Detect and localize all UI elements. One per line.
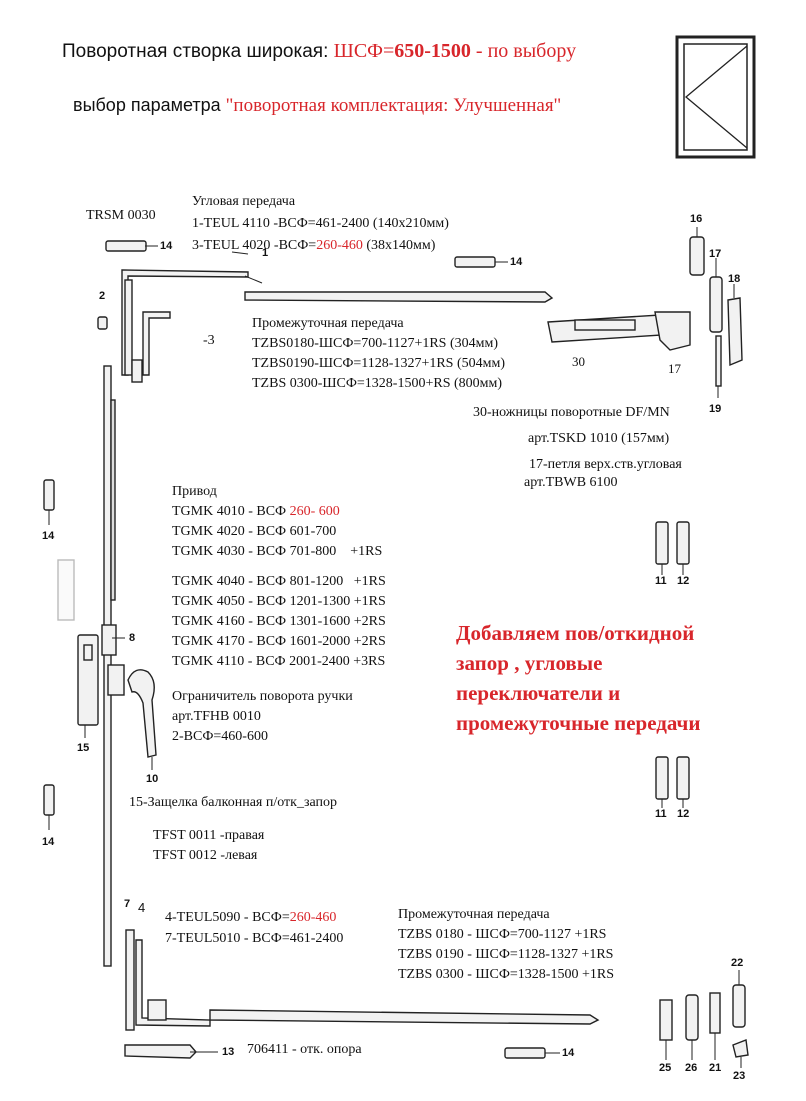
callout-18: 18 <box>728 273 741 285</box>
support-label: 706411 - отк. опора <box>247 1042 362 1057</box>
callout-11-upper: 11 <box>655 575 667 587</box>
callout-13: 13 <box>222 1046 235 1058</box>
angle-item-1: 1-TEUL 4110 -ВСФ=461-2400 (140х210мм) <box>192 216 449 231</box>
notice-block: Добавляем пов/откидной запор , угловые п… <box>456 618 701 738</box>
callout-22: 22 <box>731 957 744 969</box>
latch-right: TFST 0011 -правая <box>153 828 265 843</box>
header-param: ШСФ= <box>333 40 395 62</box>
callout-19: 19 <box>709 403 722 415</box>
mid-transmission-top-block: Промежуточная передача TZBS0180-ШСФ=700-… <box>252 314 505 394</box>
mid-transmission-bottom-block: Промежуточная передача TZBS 0180 - ШСФ=7… <box>398 905 614 985</box>
callout-15: 15 <box>77 742 90 754</box>
notice-line-3: переключатели и <box>456 681 621 705</box>
callout-8: 8 <box>129 632 136 644</box>
angle-title: Угловая передача <box>192 194 296 209</box>
callout-4: 4 <box>138 900 146 915</box>
limiter-title: Ограничитель поворота ручки <box>172 689 353 704</box>
mid-bottom-2: TZBS 0190 - ШСФ=1128-1327 +1RS <box>398 947 614 962</box>
callout-14-top-left: 14 <box>160 240 173 252</box>
angle-item-3-size: (38х140мм) <box>362 238 436 253</box>
hinge-art: арт.TBWB 6100 <box>524 475 618 490</box>
callout-23: 23 <box>733 1070 746 1082</box>
trsm-label: TRSM 0030 <box>86 208 156 223</box>
angle-transmission-block: Угловая передача 1-TEUL 4110 -ВСФ=461-24… <box>192 191 449 257</box>
notice-line-4: промежуточные передачи <box>456 711 701 735</box>
scissors-art: арт.TSKD 1010 (157мм) <box>528 431 670 446</box>
header-line2-prefix: выбор параметра <box>73 95 226 115</box>
callout-25: 25 <box>659 1062 672 1074</box>
drive-item-8: TGMK 4110 - ВСФ 2001-2400 +3RS <box>172 654 386 669</box>
latch-left: TFST 0012 -левая <box>153 848 258 863</box>
header-line-1: Поворотная створка широкая: ШСФ=650-1500… <box>62 40 576 63</box>
limiter-art: арт.TFHB 0010 <box>172 709 261 724</box>
bottom-angle-7: 7-TEUL5010 - ВСФ=461-2400 <box>165 931 344 946</box>
scissors-label: 30-ножницы поворотные DF/MN <box>473 405 670 420</box>
callout-11-lower: 11 <box>655 808 667 820</box>
angle-item-3-text: 3-TEUL 4020 -ВСФ= <box>192 238 317 253</box>
bottom-angle-block: 4-TEUL5090 - ВСФ=260-460 7-TEUL5010 - ВС… <box>165 907 343 949</box>
mid-top-title: Промежуточная передача <box>252 316 404 331</box>
drive-item-1-range: 260- 600 <box>289 504 340 519</box>
drive-title: Привод <box>172 484 217 499</box>
callout-12-lower: 12 <box>677 808 690 820</box>
drive-block: Привод TGMK 4010 - ВСФ 260- 600 TGMK 402… <box>172 482 386 672</box>
callout-14-top-right: 14 <box>510 256 523 268</box>
header-range: 650-1500 <box>394 40 471 62</box>
latch-title: 15-Защелка балконная п/отк_запор <box>129 795 338 810</box>
label-17: 17 <box>668 361 681 376</box>
callout-2: 2 <box>99 290 106 302</box>
callout-1: 1 <box>262 247 269 259</box>
mid-top-1: TZBS0180-ШСФ=700-1127+1RS (304мм) <box>252 336 499 351</box>
header-line2-value: "поворотная комплектация: Улучшенная" <box>225 95 562 116</box>
header-prefix: Поворотная створка широкая: <box>62 41 334 62</box>
callout-14-bottom: 14 <box>562 1047 575 1059</box>
header-line-2: выбор параметра "поворотная комплектация… <box>73 95 561 117</box>
mid-bottom-1: TZBS 0180 - ШСФ=700-1127 +1RS <box>398 927 607 942</box>
drive-item-1-text: TGMK 4010 - ВСФ <box>172 504 290 519</box>
drive-item-7: TGMK 4170 - ВСФ 1601-2000 +2RS <box>172 634 386 649</box>
callout-26: 26 <box>685 1062 698 1074</box>
limiter-range: 2-ВСФ=460-600 <box>172 729 268 744</box>
minus-3-label: -3 <box>203 333 215 348</box>
notice-line-2: запор , угловые <box>456 651 603 675</box>
bottom-angle-4-text: 4-TEUL5090 - ВСФ= <box>165 910 290 925</box>
callout-21: 21 <box>709 1062 722 1074</box>
mid-bottom-title: Промежуточная передача <box>398 907 550 922</box>
angle-item-3: 3-TEUL 4020 -ВСФ=260-460 (38х140мм) <box>192 235 449 257</box>
drive-item-4: TGMK 4040 - ВСФ 801-1200 +1RS <box>172 574 386 589</box>
hinge-label: 17-петля верх.ств.угловая <box>529 457 682 472</box>
bottom-angle-4-range: 260-460 <box>289 910 337 925</box>
mid-top-3: TZBS 0300-ШСФ=1328-1500+RS (800мм) <box>252 376 503 391</box>
drive-item-5: TGMK 4050 - ВСФ 1201-1300 +1RS <box>172 594 386 609</box>
drive-item-1: TGMK 4010 - ВСФ 260- 600 <box>172 502 386 522</box>
notice-line-1: Добавляем пов/откидной <box>456 621 695 645</box>
callout-7: 7 <box>124 898 131 910</box>
callout-10: 10 <box>146 773 159 785</box>
callout-14-left-lower: 14 <box>42 836 55 848</box>
callout-12-upper: 12 <box>677 575 690 587</box>
mid-bottom-3: TZBS 0300 - ШСФ=1328-1500 +1RS <box>398 967 614 982</box>
drive-item-2: TGMK 4020 - ВСФ 601-700 <box>172 524 337 539</box>
angle-item-3-range: 260-460 <box>316 238 363 253</box>
callout-14-left-upper: 14 <box>42 530 55 542</box>
callout-17: 17 <box>709 248 722 260</box>
limiter-block: Ограничитель поворота ручки арт.TFHB 001… <box>172 687 353 747</box>
label-30: 30 <box>572 354 585 369</box>
header-suffix: - по выбору <box>470 40 577 62</box>
mid-top-2: TZBS0190-ШСФ=1128-1327+1RS (504мм) <box>252 356 506 371</box>
drive-item-3: TGMK 4030 - ВСФ 701-800 +1RS <box>172 544 383 559</box>
callout-16: 16 <box>690 213 703 225</box>
bottom-angle-4: 4-TEUL5090 - ВСФ=260-460 <box>165 907 343 928</box>
drive-item-6: TGMK 4160 - ВСФ 1301-1600 +2RS <box>172 614 386 629</box>
